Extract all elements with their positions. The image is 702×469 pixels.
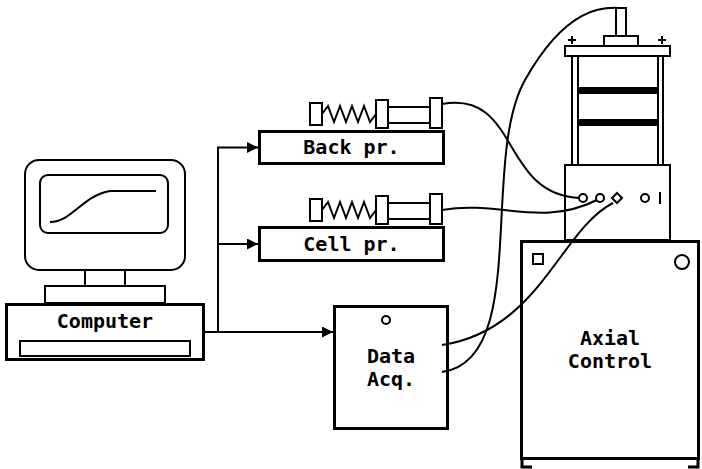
box-label: Cell pr.: [303, 233, 399, 256]
monitor-screen: [40, 175, 168, 233]
pump-box: Cell pr.: [258, 226, 445, 262]
piston-rod: [616, 8, 626, 36]
port: [579, 194, 587, 202]
bolt: [568, 36, 666, 44]
signal-arrow: [205, 148, 258, 333]
box-label: Back pr.: [303, 136, 399, 159]
pump-spring: [322, 202, 376, 218]
port: [641, 194, 649, 202]
pump-block: [376, 196, 388, 224]
screen-curve: [50, 191, 156, 222]
indicator-light: [382, 316, 390, 324]
drive-slot: [20, 341, 190, 356]
box-label: Data Acq.: [341, 345, 441, 391]
computer-box: Computer: [5, 303, 205, 361]
tube: [442, 200, 597, 213]
wire: [442, 203, 613, 345]
pump-knob: [310, 103, 322, 125]
cell-base: [565, 165, 670, 240]
monitor-case: [25, 160, 185, 270]
chamber-band: [578, 88, 658, 93]
dial: [675, 255, 689, 269]
box-label: Axial Control: [550, 327, 670, 373]
data-acquisition-box: Data Acq.: [333, 305, 449, 430]
pump-block: [376, 100, 388, 128]
pump-spring: [322, 106, 376, 122]
piston-cap: [604, 36, 638, 46]
box-label: Computer: [57, 310, 153, 333]
pump-knob: [310, 199, 322, 221]
monitor-neck: [85, 270, 125, 286]
signal-arrow: [205, 331, 333, 333]
signal-arrow: [205, 244, 258, 332]
axial-control-box: Axial Control: [520, 240, 700, 460]
cell-chamber: [578, 56, 658, 165]
port: [612, 193, 622, 203]
pump-cap: [430, 98, 442, 128]
pump-cap: [430, 194, 442, 224]
chamber-band: [578, 120, 658, 125]
pump-barrel: [388, 203, 430, 219]
monitor-base: [45, 286, 165, 303]
pump-box: Back pr.: [258, 130, 445, 165]
switch: [533, 254, 543, 264]
top-plate: [565, 46, 670, 56]
tie-rod: [572, 56, 663, 165]
port: [659, 192, 661, 204]
pump-barrel: [388, 107, 430, 123]
wire: [442, 8, 621, 372]
